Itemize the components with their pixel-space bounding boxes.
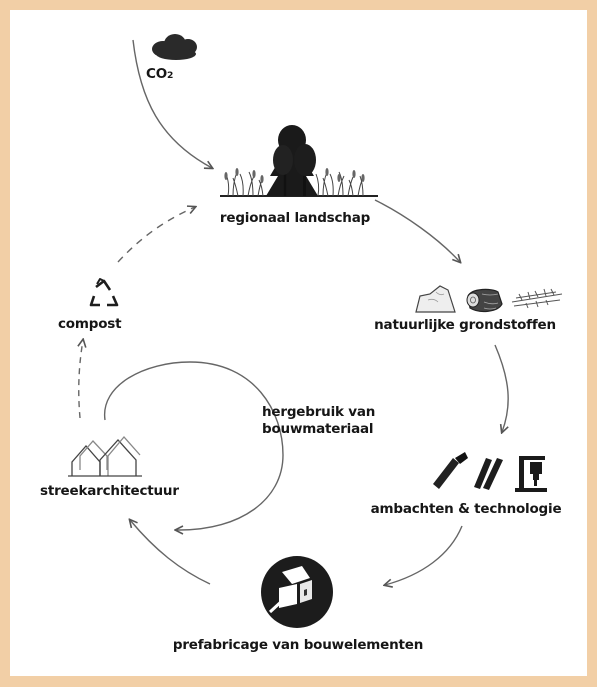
prefab-house-badge-icon [261,556,333,628]
arrow-landscape-to-raw-materials [374,199,460,262]
recycle-icon [89,278,119,307]
trees-and-grass-icon [220,125,378,197]
drill-press-icon [515,456,547,492]
folding-rule-icon [474,458,503,490]
cloud-icon [152,34,197,60]
raw-materials-label: natuurlijke grondstoffen [374,317,556,333]
arrow-architecture-to-compost [79,340,83,419]
regional-landscape-label: regionaal landschap [219,210,371,226]
arrow-co2-to-landscape [132,39,212,168]
reuse-loop-label-line1: hergebruik van [262,404,376,420]
clay-mound-icon [415,285,456,313]
saw-icon [433,452,468,489]
houses-icon [68,436,142,477]
reed-icon [511,288,563,309]
arrow-compost-to-landscape [117,207,195,263]
log-icon [466,288,503,313]
arrow-crafts-to-prefab [385,525,463,585]
prefab-label: prefabricage van bouwelementen [172,637,424,653]
reuse-loop-label-line2: bouwmateriaal [262,421,374,437]
regional-architecture-label: streekarchitectuur [40,483,179,499]
arrow-prefab-to-architecture [130,520,211,585]
compost-label: compost [58,316,122,332]
co2-label: CO2 [146,66,174,82]
arrow-reuse-loop [104,361,284,530]
crafts-technology-label: ambachten & technologie [370,501,562,517]
reuse-loop-label: hergebruik van bouwmateriaal [262,404,375,438]
arrow-raw-materials-to-crafts [494,344,509,432]
